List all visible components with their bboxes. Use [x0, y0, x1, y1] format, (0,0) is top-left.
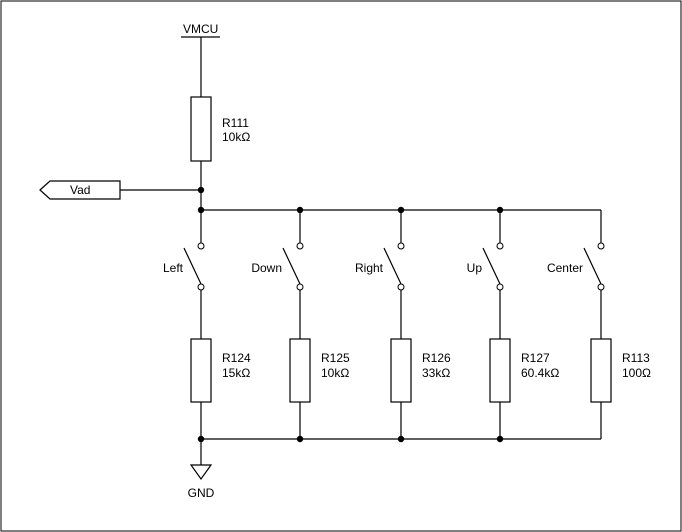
resistor-ref: R126	[422, 351, 451, 365]
vmcu-label: VMCU	[183, 22, 218, 36]
resistor-body	[390, 338, 412, 403]
resistor-value: 15kΩ	[222, 366, 250, 380]
resistor-body	[289, 338, 311, 403]
switch-label: Down	[251, 261, 282, 275]
resistor-ref: R127	[521, 351, 550, 365]
resistor-ref: R124	[222, 351, 251, 365]
vad-label: Vad	[70, 183, 90, 197]
junction-top-right	[397, 206, 405, 214]
junction-vad	[197, 186, 205, 194]
branch-up: Up R127 60.4kΩ	[467, 210, 559, 439]
junction-bottom-right	[397, 435, 405, 443]
resistor-body	[190, 338, 212, 403]
switch-terminal-bottom	[597, 283, 605, 291]
junction-top-up	[496, 206, 504, 214]
branch-right: Right R126 33kΩ	[355, 210, 451, 439]
switch-lever	[282, 247, 301, 285]
junction-bottom-up	[496, 435, 504, 443]
resistor-value: 60.4kΩ	[521, 366, 559, 380]
switch-terminal-bottom	[197, 283, 205, 291]
switch-lever	[383, 247, 402, 285]
switch-label: Right	[355, 261, 384, 275]
gnd-label: GND	[188, 486, 215, 500]
resistor-body	[590, 338, 612, 403]
resistor-r111-value: 10kΩ	[222, 130, 250, 144]
switch-terminal-bottom	[397, 283, 405, 291]
switch-label: Center	[547, 261, 583, 275]
resistor-body	[489, 338, 511, 403]
switch-terminal-bottom	[296, 283, 304, 291]
resistor-ref: R113	[622, 351, 650, 365]
switch-terminal-top	[296, 242, 304, 250]
junction-top-left	[197, 206, 205, 214]
switch-terminal-top	[397, 242, 405, 250]
switch-label: Left	[163, 261, 184, 275]
switch-lever	[183, 247, 202, 285]
ground-icon	[189, 464, 213, 481]
resistor-value: 10kΩ	[321, 366, 349, 380]
branch-left: Left R124 15kΩ	[163, 210, 251, 439]
resistor-r111-body	[190, 96, 212, 162]
switch-lever	[482, 247, 501, 285]
resistor-value: 33kΩ	[422, 366, 450, 380]
resistor-r111-ref: R111	[222, 116, 249, 130]
switch-lever	[583, 247, 602, 285]
switch-label: Up	[467, 261, 483, 275]
resistor-value: 100Ω	[622, 366, 651, 380]
branch-down: Down R125 10kΩ	[251, 210, 350, 439]
junction-bottom-down	[296, 435, 304, 443]
branch-center: Center R113 100Ω	[547, 210, 651, 439]
junction-top-down	[296, 206, 304, 214]
resistor-r111: R111 10kΩ	[190, 96, 250, 162]
switch-terminal-top	[197, 242, 205, 250]
switch-terminal-top	[597, 242, 605, 250]
resistor-ref: R125	[321, 351, 350, 365]
vad-port: Vad	[39, 180, 121, 200]
switch-terminal-top	[496, 242, 504, 250]
switch-terminal-bottom	[496, 283, 504, 291]
